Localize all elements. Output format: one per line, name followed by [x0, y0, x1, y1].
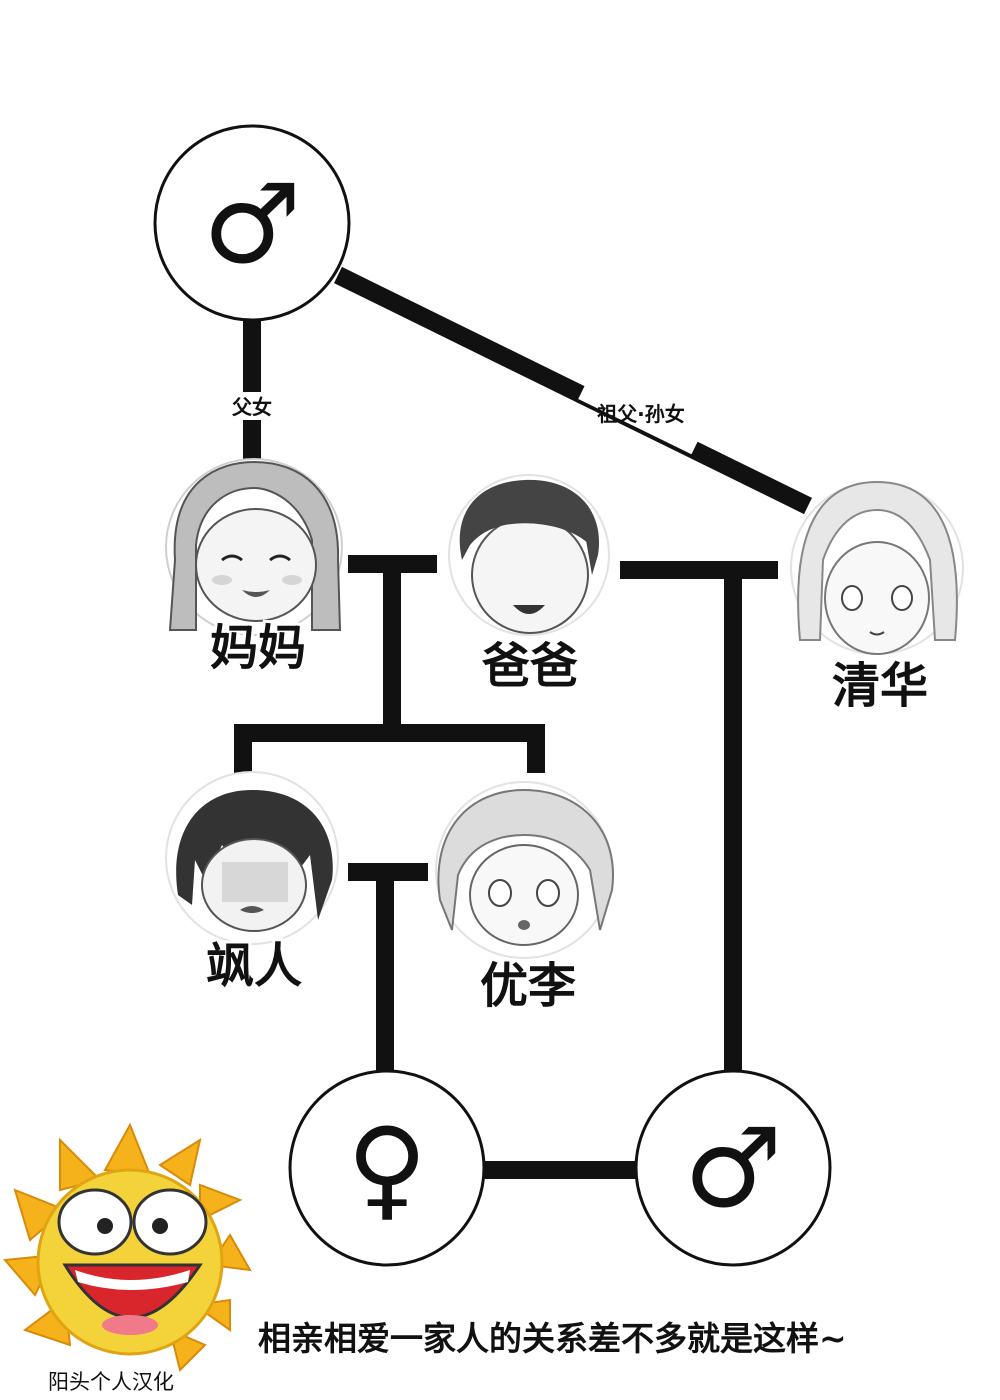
label-father-daughter: 父女: [231, 395, 272, 419]
connector-lines: [234, 266, 812, 1179]
yuri-avatar-icon: [437, 788, 614, 946]
sun-mascot-icon: [2, 1122, 252, 1372]
node-grandfather: ♂: [153, 124, 351, 322]
edge-grandfather-kiyoka: [334, 266, 812, 515]
hayato-label: 飒人: [206, 938, 302, 994]
male-symbol-icon: ♂: [203, 160, 302, 288]
node-bottom-male: ♂: [634, 1069, 832, 1267]
edge-children-bracket: [234, 724, 545, 773]
female-symbol-icon: ♀: [347, 1104, 428, 1232]
node-mom: 妈妈: [165, 458, 343, 679]
yuri-label: 优李: [480, 958, 576, 1014]
edge-labels: 父女 祖父·孙女: [226, 373, 704, 455]
caption-text: 相亲相爱一家人的关系差不多就是这样~: [258, 1319, 847, 1358]
hayato-avatar-icon: [176, 790, 333, 932]
node-yuri: 优李: [435, 781, 614, 1017]
dad-label: 爸爸: [481, 638, 578, 694]
mom-avatar-icon: [168, 460, 342, 631]
kiyoka-label: 清华: [832, 658, 928, 714]
node-dad: 爸爸: [448, 474, 610, 697]
node-hayato: 飒人: [165, 771, 339, 997]
node-bottom-female: ♀: [288, 1069, 486, 1267]
male-symbol-icon: ♂: [684, 1104, 783, 1232]
translator-credit: 阳头个人汉化: [48, 1370, 174, 1394]
kiyoka-avatar-icon: [797, 480, 958, 655]
dad-avatar-icon: [459, 479, 600, 634]
mom-label: 妈妈: [210, 620, 306, 676]
label-grandfather-granddaughter: 祖父·孙女: [596, 402, 685, 426]
node-kiyoka: 清华: [790, 480, 964, 717]
